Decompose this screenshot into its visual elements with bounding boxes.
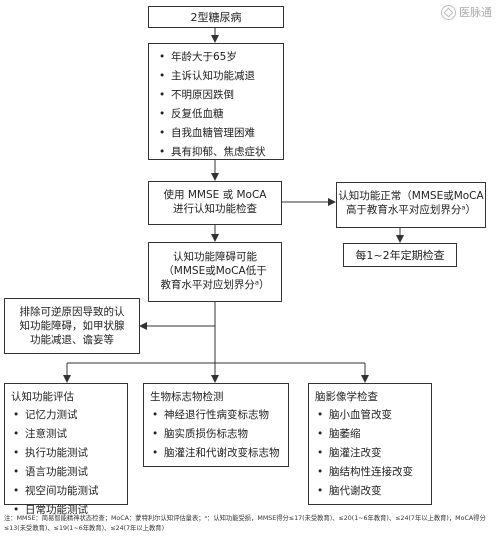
list-item: 脑实质损伤标志物 — [150, 425, 288, 444]
node-exclude-reversible: 排除可逆原因导致的认 知功能障碍，如甲状腺 功能减退、谵妄等 — [4, 298, 140, 354]
list-item: 主诉认知功能减退 — [157, 67, 283, 86]
list-item: 脑代谢改变 — [315, 482, 431, 501]
risk-criteria-list: 年龄大于65岁 主诉认知功能减退 不明原因跌倒 反复低血糖 自我血糖管理困难 具… — [157, 48, 283, 162]
cognitive-title: 认知功能评估 — [11, 391, 74, 403]
imaging-list: 脑小血管改变 脑萎缩 脑灌注改变 脑结构性连接改变 脑代谢改变 — [315, 406, 431, 501]
list-item: 具有抑郁、焦虑症状 — [157, 143, 283, 162]
list-item: 年龄大于65岁 — [157, 48, 283, 67]
node-impaired: 认知功能障碍可能 （MMSE或MoCA低于 教育水平对应划界分ᵃ） — [148, 242, 282, 302]
exclude-line2: 知功能障碍，如甲状腺 — [19, 320, 125, 332]
biomarker-title: 生物标志物检测 — [150, 391, 224, 403]
node-screening: 使用 MMSE 或 MoCA 进行认知功能检查 — [148, 181, 282, 225]
exclude-line3: 功能减退、谵妄等 — [30, 334, 114, 346]
biomarker-list: 神经退行性病变标志物 脑实质损伤标志物 脑灌注和代谢改变标志物 — [150, 406, 288, 463]
footnote-line2: ≤13(未受教育)、≤19(1~6年教育)、≤24(7年以上教育) — [4, 525, 165, 532]
impaired-line3: 教育水平对应划界分ᵃ） — [160, 279, 270, 291]
screening-line2: 进行认知功能检查 — [173, 203, 257, 215]
exclude-line1: 排除可逆原因导致的认 — [19, 306, 125, 318]
node-biomarker-testing: 生物标志物检测 神经退行性病变标志物 脑实质损伤标志物 脑灌注和代谢改变标志物 — [143, 383, 289, 467]
watermark-icon — [441, 4, 456, 20]
node-followup: 每1~2年定期检查 — [343, 243, 457, 267]
node-brain-imaging: 脑影像学检查 脑小血管改变 脑萎缩 脑灌注改变 脑结构性连接改变 脑代谢改变 — [308, 383, 432, 505]
node-diabetes-label: 2型糖尿病 — [190, 11, 242, 24]
list-item: 自我血糖管理困难 — [157, 124, 283, 143]
imaging-title: 脑影像学检查 — [315, 391, 378, 403]
list-item: 脑灌注改变 — [315, 444, 431, 463]
list-item: 不明原因跌倒 — [157, 86, 283, 105]
watermark-text: 医脉通 — [459, 6, 492, 19]
list-item: 脑灌注和代谢改变标志物 — [150, 444, 288, 463]
normal-line2: 高于教育水平对应划界分ᵃ） — [345, 204, 477, 216]
list-item: 注意测试 — [11, 425, 127, 444]
list-item: 神经退行性病变标志物 — [150, 406, 288, 425]
list-item: 语言功能测试 — [11, 463, 127, 482]
list-item: 日常功能测试 — [11, 501, 127, 520]
node-risk-criteria: 年龄大于65岁 主诉认知功能减退 不明原因跌倒 反复低血糖 自我血糖管理困难 具… — [148, 43, 284, 162]
node-diabetes: 2型糖尿病 — [148, 6, 284, 28]
screening-line1: 使用 MMSE 或 MoCA — [163, 189, 267, 201]
node-cognitive-assessment: 认知功能评估 记忆力测试 注意测试 执行功能测试 语言功能测试 视空间功能测试 … — [4, 383, 128, 520]
footnote: 注：MMSE：简易智能精神状态检查；MoCA：蒙特利尔认知评估量表；ᵃ：认知功能… — [4, 514, 496, 534]
list-item: 脑结构性连接改变 — [315, 463, 431, 482]
list-item: 脑小血管改变 — [315, 406, 431, 425]
impaired-line2: （MMSE或MoCA低于 — [163, 265, 267, 277]
normal-line1: 认知功能正常（MMSE或MoCA — [338, 190, 484, 202]
list-item: 记忆力测试 — [11, 406, 127, 425]
impaired-line1: 认知功能障碍可能 — [173, 251, 257, 263]
watermark-logo: 医脉通 — [441, 4, 492, 20]
list-item: 视空间功能测试 — [11, 482, 127, 501]
list-item: 反复低血糖 — [157, 105, 283, 124]
node-normal: 认知功能正常（MMSE或MoCA 高于教育水平对应划界分ᵃ） — [336, 182, 486, 228]
footnote-line1: 注：MMSE：简易智能精神状态检查；MoCA：蒙特利尔认知评估量表；ᵃ：认知功能… — [4, 515, 486, 522]
followup-label: 每1~2年定期检查 — [355, 249, 445, 262]
cognitive-list: 记忆力测试 注意测试 执行功能测试 语言功能测试 视空间功能测试 日常功能测试 — [11, 406, 127, 520]
list-item: 脑萎缩 — [315, 425, 431, 444]
list-item: 执行功能测试 — [11, 444, 127, 463]
